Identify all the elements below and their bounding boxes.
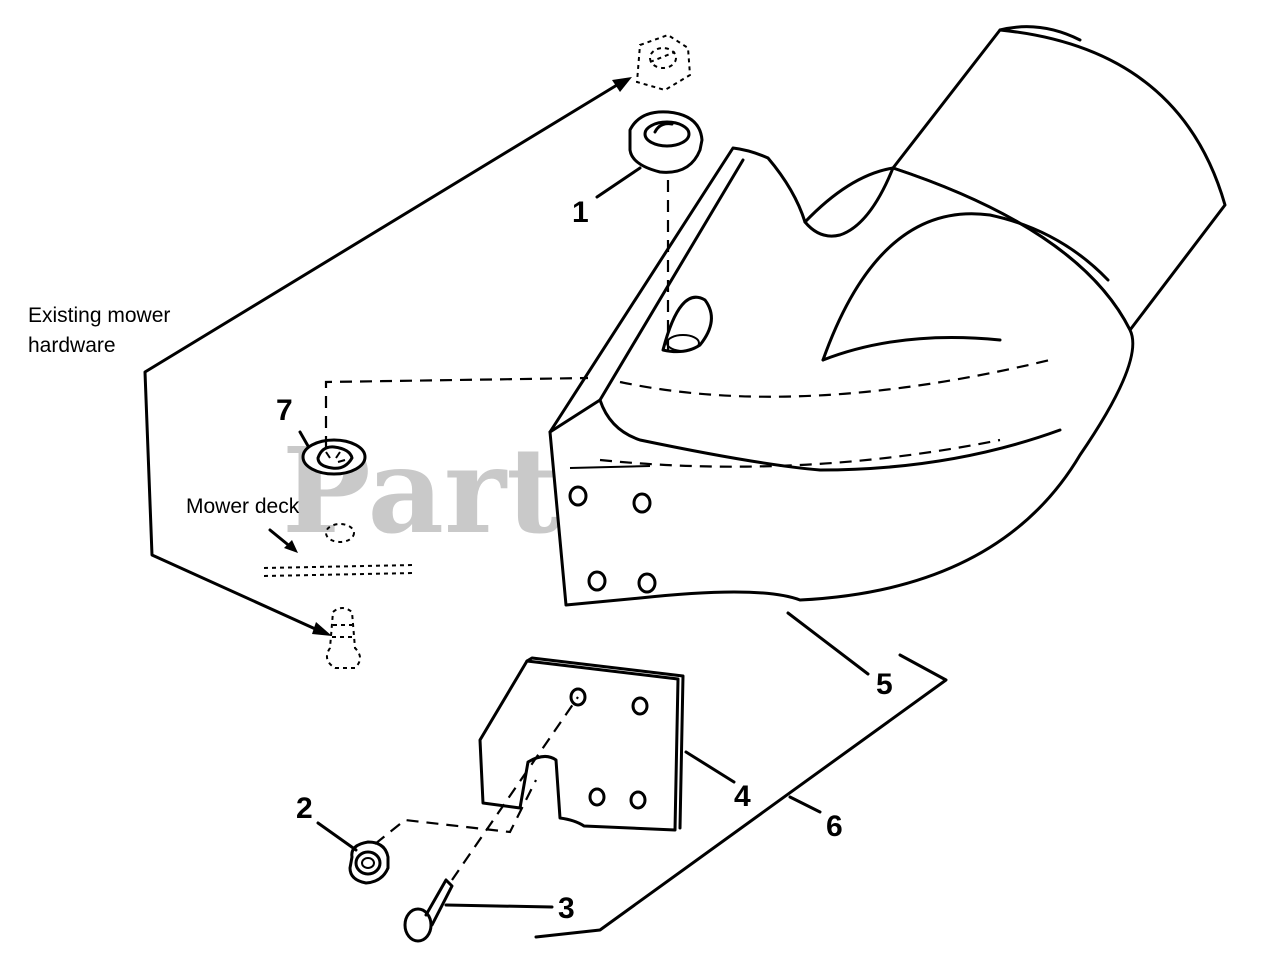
leader-7	[298, 430, 310, 448]
callout-7: 7	[276, 394, 293, 427]
existing-hardware-bracket	[143, 77, 632, 636]
mower-deck-line	[263, 564, 415, 577]
callout-1: 1	[572, 196, 589, 229]
callout-5: 5	[876, 668, 893, 701]
leader-3	[444, 903, 554, 909]
flange-nut	[348, 840, 390, 885]
alignment-line-washer	[324, 376, 589, 448]
existing-hardware-label: Existing mower	[28, 304, 170, 327]
leader-6	[788, 795, 822, 814]
existing-bolt	[325, 607, 361, 669]
existing-hardware-label-2: hardware	[28, 334, 116, 357]
callout-2: 2	[296, 792, 313, 825]
assembly-bracket	[534, 653, 948, 939]
callout-3: 3	[558, 892, 575, 925]
carriage-bolt	[403, 878, 454, 943]
leader-4	[684, 750, 736, 784]
existing-nut	[635, 33, 692, 92]
alignment-line-nut	[374, 779, 537, 845]
leader-2	[316, 821, 358, 852]
lock-washer	[301, 438, 367, 476]
spacer	[628, 110, 704, 174]
alignment-line-bolt	[451, 696, 579, 881]
leader-5	[786, 611, 870, 676]
mower-deck-label: Mower deck	[186, 495, 300, 518]
callout-4: 4	[734, 780, 751, 813]
leader-1	[595, 166, 642, 199]
mounting-plate	[478, 656, 685, 832]
existing-washer	[325, 523, 355, 543]
mower-deck-arrow	[268, 528, 298, 553]
callout-6: 6	[826, 810, 843, 843]
discharge-chute	[548, 25, 1227, 607]
